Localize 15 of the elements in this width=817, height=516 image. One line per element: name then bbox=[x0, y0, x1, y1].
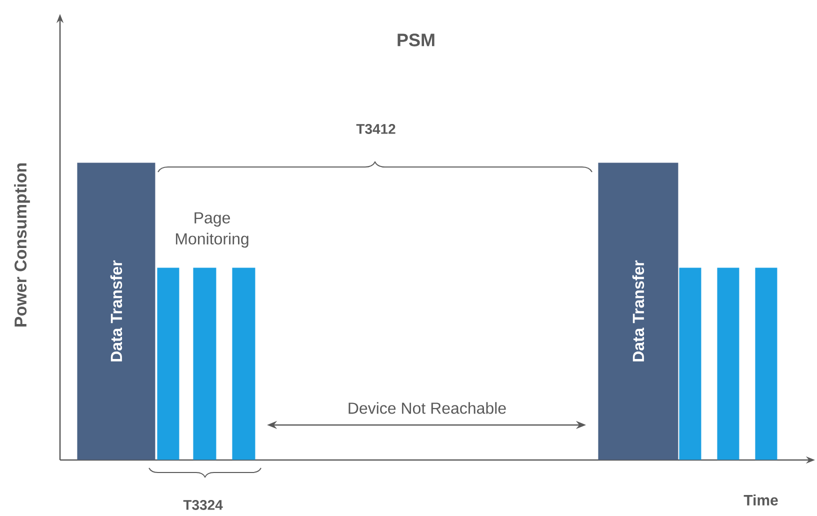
paging-bar bbox=[755, 268, 778, 460]
paging-bar bbox=[193, 268, 216, 460]
annotation-text: Page Monitoring bbox=[176, 212, 248, 248]
paging-bar bbox=[679, 268, 702, 460]
paging-bar bbox=[717, 268, 740, 460]
title: PSM bbox=[398, 34, 434, 46]
paging-bar bbox=[157, 268, 180, 460]
arrow-label: Device Not Reachable bbox=[348, 402, 506, 414]
data-transfer-block: Data Transfer bbox=[598, 162, 678, 460]
paging-bar bbox=[232, 268, 256, 460]
axis-label: Power Consumption bbox=[14, 163, 30, 326]
axis-label: Time bbox=[744, 494, 778, 506]
brace-label: T3324 bbox=[183, 500, 223, 510]
data-transfer-block: Data Transfer bbox=[77, 162, 156, 460]
brace-label: T3412 bbox=[356, 124, 396, 134]
